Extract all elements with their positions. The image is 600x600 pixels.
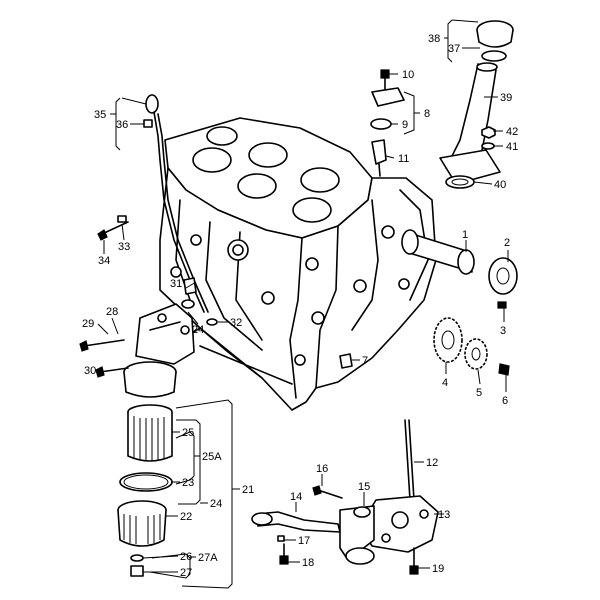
callout-19: 19 bbox=[432, 563, 444, 575]
callout-4: 4 bbox=[442, 377, 448, 389]
callout-13: 13 bbox=[438, 509, 450, 521]
oil-filter-housing bbox=[79, 215, 218, 398]
breather-assembly bbox=[370, 69, 405, 177]
callout-18: 18 bbox=[302, 557, 314, 569]
flange-bolt bbox=[497, 301, 507, 309]
callout-14: 14 bbox=[290, 491, 302, 503]
callout-21: 21 bbox=[242, 484, 254, 496]
callout-11: 11 bbox=[398, 153, 409, 165]
dowel-7 bbox=[339, 353, 353, 369]
drain-seal bbox=[130, 554, 144, 562]
pump-o-ring bbox=[353, 506, 371, 518]
callout-35: 35 bbox=[94, 109, 106, 121]
callout-33: 33 bbox=[118, 241, 130, 253]
breather-seal bbox=[370, 118, 392, 130]
filter-housing-bolt-30 bbox=[99, 367, 129, 373]
callout-29: 29 bbox=[82, 318, 94, 330]
callout-labels: 1 2 3 4 5 6 7 8 9 10 11 12 13 14 15 16 1… bbox=[82, 33, 518, 579]
cylinder-block bbox=[159, 117, 437, 411]
callout-6: 6 bbox=[502, 395, 508, 407]
callout-25: 25 bbox=[182, 427, 194, 439]
leader-lines bbox=[97, 19, 509, 589]
filler-tube-washer bbox=[481, 142, 495, 150]
oil-pressure-sender bbox=[371, 139, 387, 165]
sprocket-bolt bbox=[498, 363, 510, 376]
callout-10: 10 bbox=[402, 69, 414, 81]
callout-42: 42 bbox=[506, 126, 518, 138]
breather-cover bbox=[371, 87, 405, 107]
crankshaft-front-parts bbox=[401, 229, 518, 309]
oil-pump-sprocket bbox=[464, 338, 488, 370]
filter-housing-bolt-29 bbox=[83, 339, 125, 347]
crank-flange bbox=[488, 257, 518, 295]
callout-27: 27 bbox=[180, 567, 192, 579]
filter-o-ring bbox=[119, 472, 173, 492]
callout-31: 31 bbox=[170, 278, 182, 290]
callout-32: 32 bbox=[230, 317, 242, 329]
bolt-18 bbox=[279, 555, 289, 565]
callout-40: 40 bbox=[494, 179, 506, 191]
bolt-19 bbox=[409, 565, 419, 575]
filler-cap-seal bbox=[481, 50, 507, 62]
oil-pump-assembly bbox=[251, 353, 439, 575]
callout-17: 17 bbox=[298, 535, 310, 547]
washer-33 bbox=[117, 215, 127, 223]
sprockets bbox=[433, 317, 510, 376]
callout-2: 2 bbox=[504, 237, 510, 249]
callout-9: 9 bbox=[402, 119, 408, 131]
callout-23: 23 bbox=[182, 477, 194, 489]
pump-bolt-16 bbox=[317, 489, 343, 499]
breather-bolt bbox=[380, 69, 390, 79]
callout-30: 30 bbox=[84, 365, 96, 377]
callout-22: 22 bbox=[180, 511, 192, 523]
callout-26: 26 bbox=[180, 551, 192, 563]
cylinder-bores bbox=[192, 126, 340, 223]
block-bolt-bosses bbox=[170, 225, 410, 366]
callout-8: 8 bbox=[424, 108, 430, 120]
filler-tube-gasket bbox=[445, 175, 475, 189]
crank-sprocket bbox=[433, 317, 463, 363]
callout-36: 36 bbox=[116, 119, 128, 131]
callout-34: 34 bbox=[98, 255, 110, 267]
callout-5: 5 bbox=[476, 387, 482, 399]
seal-32 bbox=[206, 318, 218, 326]
callout-1: 1 bbox=[462, 229, 468, 241]
callout-25A: 25A bbox=[202, 451, 222, 463]
bolt-34 bbox=[101, 221, 129, 235]
callout-12: 12 bbox=[426, 457, 438, 469]
oil-filler-tube bbox=[439, 20, 514, 189]
oil-filter-stack bbox=[117, 404, 173, 577]
dipstick-seal-ring bbox=[143, 119, 153, 128]
callout-3: 3 bbox=[500, 325, 506, 337]
callout-39: 39 bbox=[500, 92, 512, 104]
callout-38: 38 bbox=[428, 33, 440, 45]
callout-24-lower: 24 bbox=[210, 498, 222, 510]
drain-plug bbox=[130, 565, 144, 577]
callout-41: 41 bbox=[506, 141, 518, 153]
callout-7: 7 bbox=[362, 355, 368, 367]
callout-27A: 27A bbox=[198, 552, 218, 564]
seal-24-upper bbox=[181, 299, 195, 309]
callout-16: 16 bbox=[316, 463, 328, 475]
callout-24-upper: 24 bbox=[192, 324, 204, 336]
filler-tube-nut bbox=[481, 126, 496, 139]
callout-28: 28 bbox=[106, 306, 118, 318]
callout-15: 15 bbox=[358, 481, 370, 493]
callout-37: 37 bbox=[448, 43, 460, 55]
washer-17 bbox=[277, 535, 285, 542]
